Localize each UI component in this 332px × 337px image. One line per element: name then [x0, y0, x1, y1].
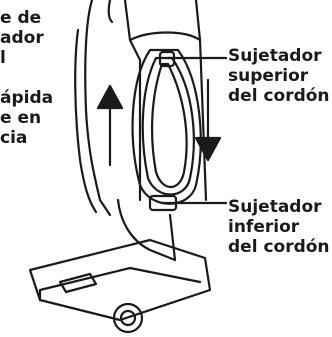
callout-line: inferior: [228, 217, 300, 237]
upper-cord-hook-label: Sujetador superior del cordón: [228, 46, 330, 106]
callout-line: Sujetador: [228, 46, 322, 66]
wheel: [112, 302, 144, 334]
left-line: cia: [0, 128, 28, 148]
left-line: e de: [0, 8, 42, 28]
vacuum-body: [84, 0, 112, 217]
left-line: ápida: [0, 88, 54, 108]
down-arrow: [194, 78, 222, 162]
floor-head: [28, 238, 212, 322]
left-partial-text: e de ador l ápida e en cia: [0, 8, 53, 148]
callout-line: del cordón: [228, 86, 330, 106]
callout-line: superior: [228, 66, 309, 86]
callout-line: del cordón: [228, 237, 330, 257]
callout-line: Sujetador: [228, 197, 322, 217]
left-line: l: [0, 48, 6, 68]
lower-cord-hook-label: Sujetador inferior del cordón: [228, 197, 330, 257]
left-line: e en: [0, 108, 42, 128]
up-arrow: [96, 84, 124, 167]
left-line: ador: [0, 28, 44, 48]
